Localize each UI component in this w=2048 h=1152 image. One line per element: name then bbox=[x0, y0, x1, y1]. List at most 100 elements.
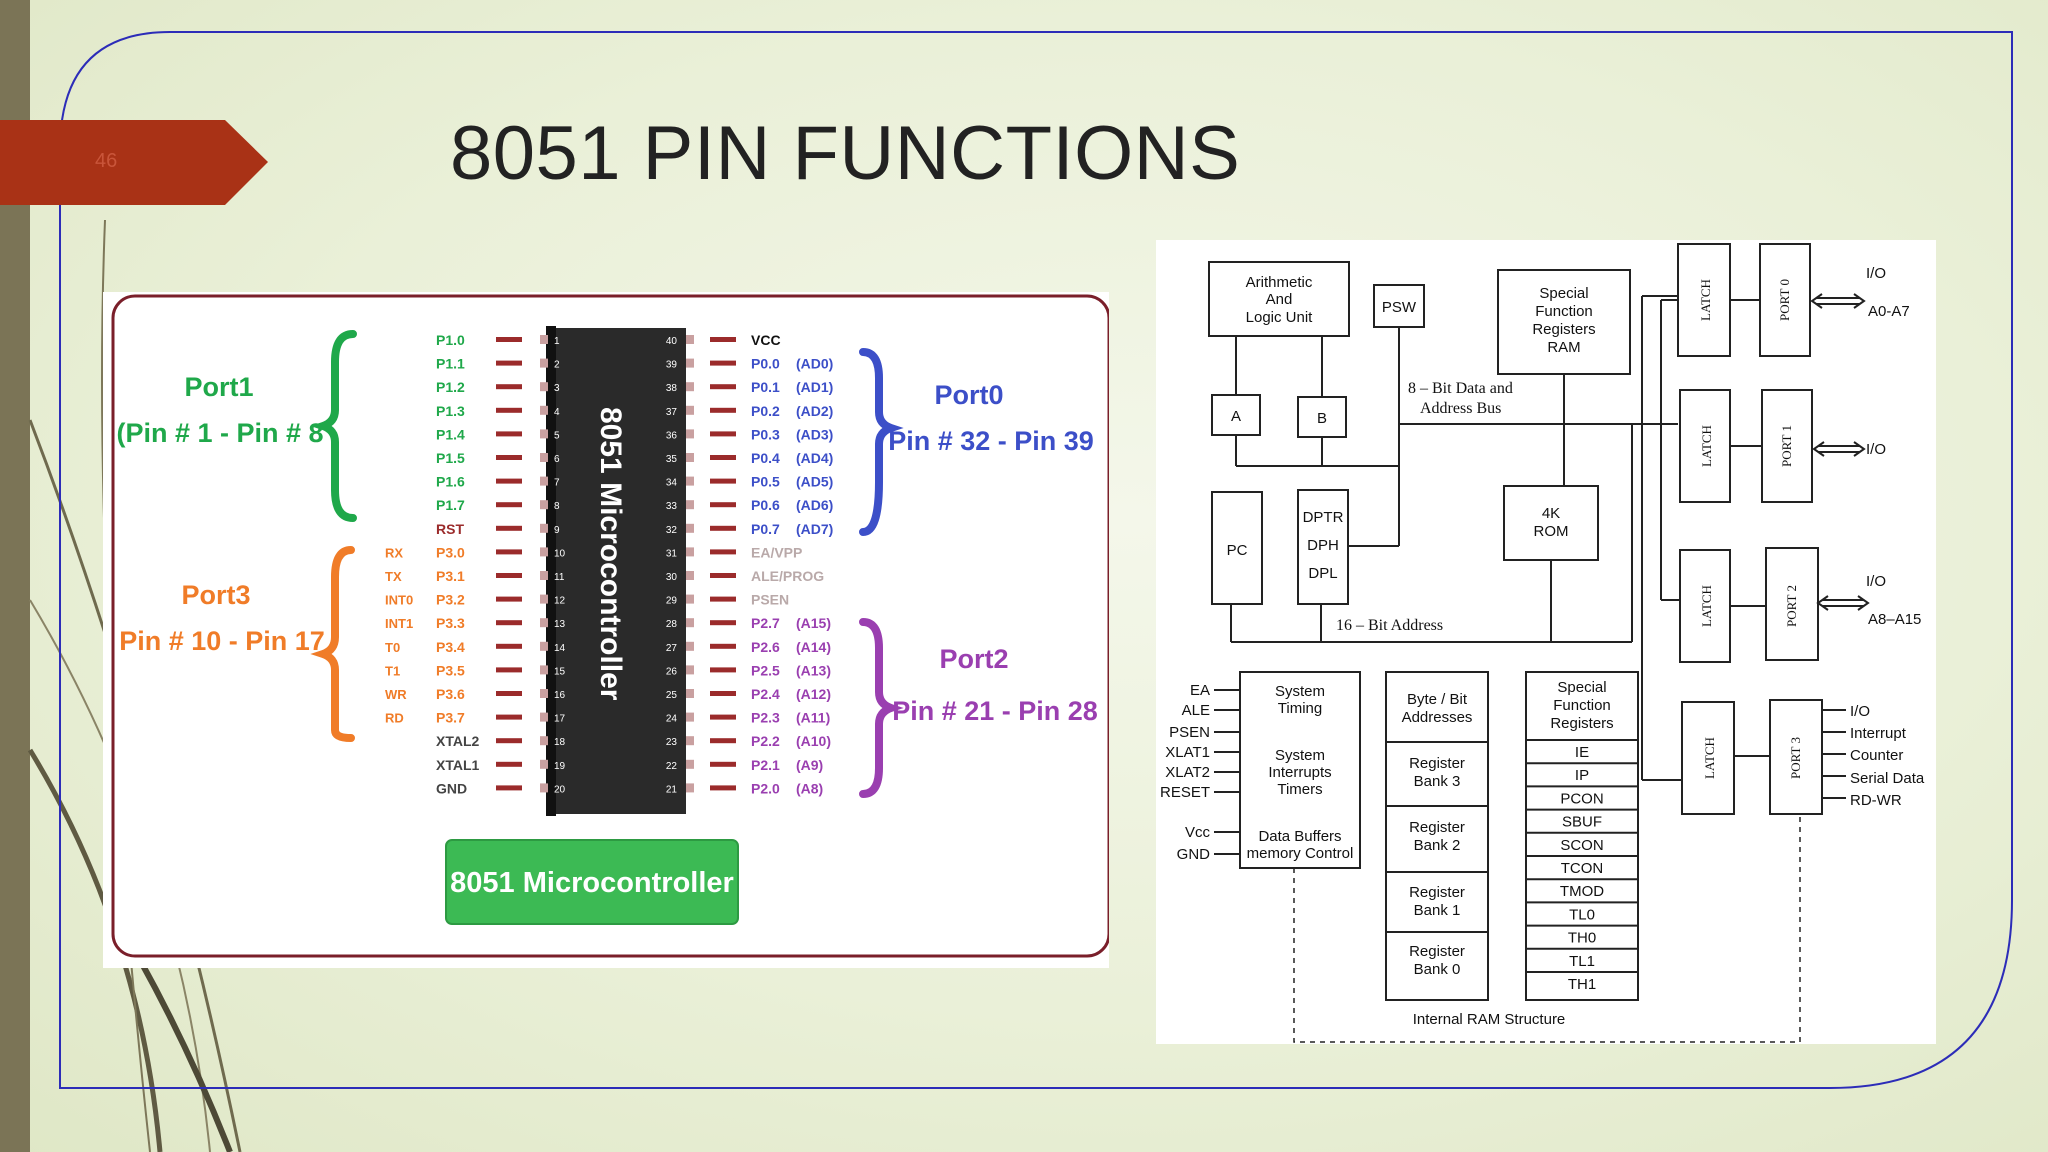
pin-number: 17 bbox=[554, 714, 566, 725]
port0-name: Port0 bbox=[934, 380, 1003, 410]
pin-name: P0.5 bbox=[751, 474, 780, 490]
pin-alt: (A11) bbox=[796, 710, 830, 726]
pin-name: XTAL1 bbox=[436, 757, 480, 773]
pin-name: P2.6 bbox=[751, 639, 780, 655]
rom-label-1: 4K bbox=[1542, 505, 1560, 522]
bank2-label-2: Bank 2 bbox=[1414, 837, 1461, 854]
pin-name: P1.4 bbox=[436, 426, 465, 442]
data-bus-label-1: 8 – Bit Data and bbox=[1408, 380, 1513, 397]
sys-int-1: System bbox=[1275, 747, 1325, 764]
sys-timing-1: System bbox=[1275, 683, 1325, 700]
pin-number: 38 bbox=[666, 383, 678, 394]
pin-number: 16 bbox=[554, 690, 566, 701]
pin-number: 28 bbox=[666, 619, 678, 630]
pin-name: P3.7 bbox=[436, 710, 465, 726]
sfr-head-2: Function bbox=[1553, 697, 1611, 714]
pin-alt: (A12) bbox=[796, 686, 831, 702]
sfr-row: SBUF bbox=[1526, 808, 1638, 831]
port2-io: I/O bbox=[1866, 573, 1886, 590]
pin-23: 23 P2.2 (A10) bbox=[666, 733, 831, 749]
sys-timing-2: Timing bbox=[1278, 700, 1322, 717]
pin-number: 30 bbox=[666, 572, 678, 583]
port1-range: (Pin # 1 - Pin # 8 bbox=[116, 418, 323, 448]
latch2-label: LATCH bbox=[1699, 585, 1714, 627]
pin-name: P2.2 bbox=[751, 733, 780, 749]
sig-ale: ALE bbox=[1182, 702, 1210, 719]
sfr-name: SBUF bbox=[1562, 814, 1602, 831]
pin-number: 33 bbox=[666, 501, 678, 512]
sfr-name: IE bbox=[1575, 744, 1589, 761]
sig-reset: RESET bbox=[1160, 784, 1210, 801]
pin-alt: WR bbox=[385, 687, 407, 702]
pin-number: 18 bbox=[554, 737, 566, 748]
pin-name: P3.2 bbox=[436, 592, 465, 608]
pin-alt: INT0 bbox=[385, 593, 413, 608]
sfr-row: TMOD bbox=[1526, 878, 1638, 900]
pin-alt: INT1 bbox=[385, 616, 413, 631]
port0-range: Pin # 32 - Pin 39 bbox=[888, 426, 1094, 456]
pin-number: 14 bbox=[554, 643, 566, 654]
sys-int-2: Interrupts bbox=[1268, 764, 1331, 781]
pin-name: VCC bbox=[751, 332, 781, 348]
sys-int-3: Timers bbox=[1277, 781, 1322, 798]
port0-io: I/O bbox=[1866, 265, 1886, 282]
pin-name: EA/VPP bbox=[751, 544, 802, 560]
pin-alt: (AD4) bbox=[796, 450, 833, 466]
pin-name: P3.5 bbox=[436, 662, 465, 678]
pin-name: GND bbox=[436, 780, 467, 796]
sig-gnd: GND bbox=[1177, 846, 1211, 863]
chip-label: 8051 Microcontroller bbox=[594, 407, 627, 701]
pin-number: 11 bbox=[554, 572, 565, 583]
sig-xlat1: XLAT1 bbox=[1165, 744, 1210, 761]
port0-box-label: PORT 0 bbox=[1777, 279, 1792, 321]
pin-name: P1.2 bbox=[436, 379, 465, 395]
port3-brace bbox=[310, 546, 355, 742]
reg-b-label: B bbox=[1317, 410, 1327, 427]
alu-label-1: Arithmetic bbox=[1246, 274, 1313, 291]
sig-ea: EA bbox=[1190, 682, 1210, 699]
latch1-label: LATCH bbox=[1699, 425, 1714, 467]
sfr-row: TH0 bbox=[1526, 924, 1638, 947]
pin-name: P1.5 bbox=[436, 450, 465, 466]
sfr-row: TL1 bbox=[1526, 947, 1638, 970]
page-number: 46 bbox=[95, 150, 118, 172]
pc-label: PC bbox=[1227, 542, 1248, 559]
pin-2: 2P1.1 bbox=[436, 356, 560, 372]
sfr-ram-label-2: Function bbox=[1535, 303, 1593, 320]
pin-number: 35 bbox=[666, 454, 678, 465]
pin-number: 37 bbox=[666, 407, 678, 418]
data-buf-1: Data Buffers bbox=[1258, 828, 1341, 845]
bank1-label-2: Bank 1 bbox=[1414, 902, 1461, 919]
pin-name: P2.4 bbox=[751, 686, 780, 702]
pin-name: XTAL2 bbox=[436, 733, 480, 749]
pin-name: P1.1 bbox=[436, 356, 465, 372]
sfr-head-3: Registers bbox=[1550, 715, 1613, 732]
pin-alt: (A10) bbox=[796, 733, 831, 749]
pin-name: P1.0 bbox=[436, 332, 465, 348]
pin-number: 23 bbox=[666, 737, 678, 748]
pin-name: P0.0 bbox=[751, 356, 780, 372]
pin-alt: (AD0) bbox=[796, 356, 833, 372]
pin-name: P0.3 bbox=[751, 426, 780, 442]
pin-number: 1 bbox=[554, 336, 560, 347]
pin-number: 40 bbox=[666, 336, 678, 347]
